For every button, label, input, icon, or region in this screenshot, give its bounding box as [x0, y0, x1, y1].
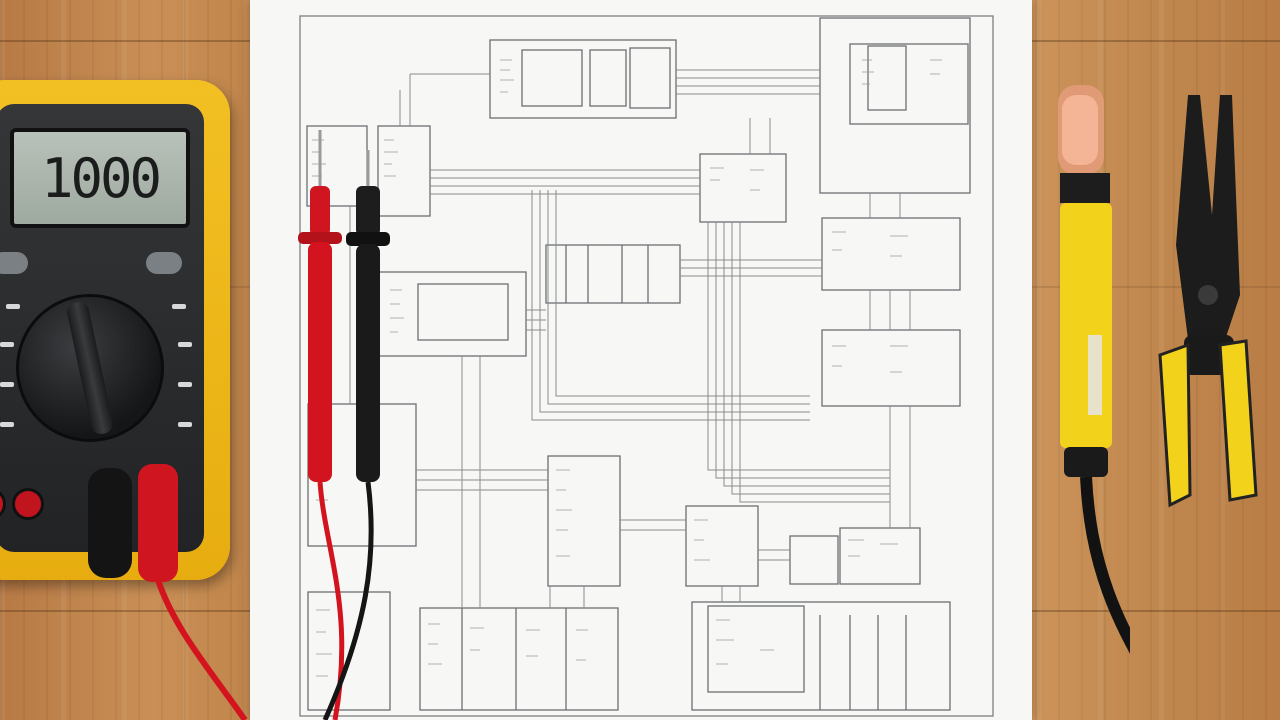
meter-button [0, 252, 28, 274]
dial-tick [172, 304, 186, 309]
meter-button [146, 252, 182, 274]
dial-tick [0, 422, 14, 427]
tester-handle [1060, 203, 1112, 448]
pliers-handle [1218, 339, 1258, 502]
red-probe-grip [310, 186, 330, 236]
dial-tick [178, 342, 192, 347]
wiring-diagram [299, 15, 994, 717]
dial-knob [65, 300, 115, 436]
input-jack [12, 488, 44, 520]
dial-tick [178, 382, 192, 387]
dial-tick [178, 422, 192, 427]
rotary-dial [16, 294, 164, 442]
input-jack [0, 488, 6, 520]
voltage-tester-screwdriver [1058, 85, 1130, 654]
dial-tick [6, 304, 20, 309]
lcd-display: 1000 [10, 128, 190, 228]
dial-tick [0, 382, 14, 387]
probe-leads [298, 130, 390, 720]
meter-leads [88, 464, 248, 720]
schematic-paper [250, 0, 1032, 720]
black-probe-grip [356, 186, 380, 236]
pliers-handle [1158, 342, 1192, 508]
wire-stripper-pliers [1158, 95, 1258, 508]
dial-tick [0, 342, 14, 347]
